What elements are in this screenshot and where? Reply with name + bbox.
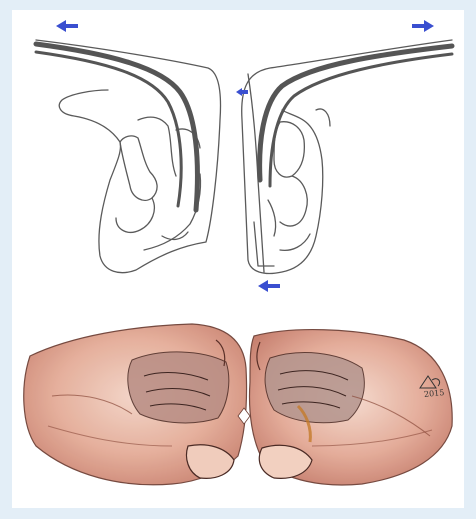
direction-arrows bbox=[56, 20, 434, 292]
figure-frame: 2015 bbox=[12, 10, 464, 508]
arrow-left-icon bbox=[258, 280, 280, 292]
left-hand bbox=[24, 324, 247, 485]
arrow-left-icon bbox=[236, 88, 248, 96]
tendon-diagram-panel bbox=[12, 10, 464, 294]
tendon-diagram bbox=[12, 10, 464, 294]
watercolor-hands-panel: 2015 bbox=[12, 296, 464, 508]
tendon-bands bbox=[36, 44, 452, 210]
right-hand bbox=[250, 330, 453, 485]
arrow-right-icon bbox=[412, 20, 434, 32]
watercolor-hands bbox=[12, 296, 464, 508]
arrow-left-icon bbox=[56, 20, 78, 32]
hand-outlines bbox=[36, 40, 452, 274]
